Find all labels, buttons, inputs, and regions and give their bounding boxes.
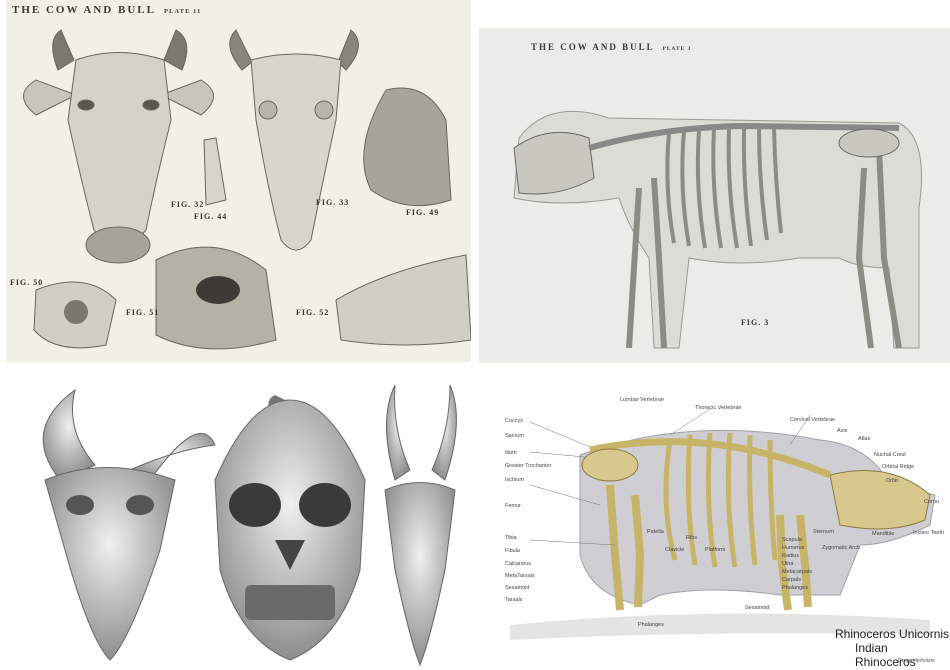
- rhino-skull: [830, 471, 930, 530]
- label-sesamoid-front: Sesamoid: [745, 605, 769, 611]
- rhino-species-title: Rhinoceros Unicornis: [835, 627, 949, 641]
- skull-3d-renders: [0, 370, 480, 670]
- label-phalanges-front: Phalanges: [782, 585, 808, 591]
- fig-32-label: FIG. 32: [171, 200, 204, 209]
- skull-renders-panel: [0, 370, 480, 670]
- cow-jaw-drawing: [336, 255, 471, 345]
- cow-muzzle-drawing: [364, 88, 451, 206]
- cow-head-front-drawing: [24, 30, 214, 263]
- label-platform: Platform: [705, 547, 725, 553]
- label-tarsals: Tarsals: [505, 597, 522, 603]
- label-sternum: Sternum: [813, 529, 834, 535]
- label-thoracic-vertebrae: Thoracic Vertebrae: [695, 405, 741, 411]
- illustrator-credit: Gregg Herholzer: [898, 658, 935, 664]
- label-sacrum: Sacrum: [505, 433, 524, 439]
- cow-skull-front-drawing: [230, 30, 359, 250]
- label-sesamoid-left: Sesamoid: [505, 585, 529, 591]
- label-metatarsals: MetaTarsals: [505, 573, 535, 579]
- fig-51-label: FIG. 51: [126, 308, 159, 317]
- label-zygomatic-arch: Zygomatic Arch: [822, 545, 860, 551]
- label-clavicle: Clavicle: [665, 547, 684, 553]
- label-nuchal-crest: Nuchal Crest: [874, 452, 906, 458]
- label-greater-trochanter: Greater Trochanter: [505, 463, 551, 469]
- pelvis: [839, 129, 899, 157]
- label-radius: Radius: [782, 553, 799, 559]
- fig-33-label: FIG. 33: [316, 198, 349, 207]
- fig-44-label: FIG. 44: [194, 212, 227, 221]
- label-cornu: Cornu: [924, 499, 939, 505]
- label-ulna: Ulna: [782, 561, 793, 567]
- cow-skeleton-plate-panel: THE COW AND BULLPLATE 3 FIG. 3: [479, 28, 950, 363]
- label-phalanges-rear: Phalanges: [638, 622, 664, 628]
- fig-44-bone-drawing: [204, 138, 226, 205]
- label-atlas: Atlas: [858, 436, 870, 442]
- label-coccyx: Coccyx: [505, 418, 523, 424]
- label-fibula: Fibula: [505, 548, 520, 554]
- label-ribs: Ribs: [686, 535, 697, 541]
- label-cervical-vertebrae: Cervical Vertebrae: [790, 417, 835, 423]
- rhino-common-name: Indian Rhinoceros: [855, 641, 950, 669]
- label-tibia: Tibia: [505, 535, 517, 541]
- label-metacarpals: Metacarpals: [782, 569, 812, 575]
- label-scapula: Scapula: [782, 537, 802, 543]
- goat-skull-render: [43, 390, 215, 660]
- label-orbital-ridge: Orbital Ridge: [882, 464, 914, 470]
- label-humerus: Humerus: [782, 545, 804, 551]
- label-ilium: Ilium: [505, 450, 517, 456]
- label-ischium: Ischium: [505, 477, 524, 483]
- label-axis: Axis: [837, 428, 847, 434]
- fig-3-label: FIG. 3: [741, 318, 769, 327]
- label-lumbar-vertebrae: Lumbar Vertebrae: [620, 397, 664, 403]
- label-mandible: Mandible: [872, 531, 894, 537]
- label-orbit: Orbit: [886, 478, 898, 484]
- cow-skeleton-illustration: [479, 28, 950, 363]
- label-femur: Femur: [505, 503, 521, 509]
- deer-skull-render: [385, 385, 456, 665]
- rhino-skeleton-panel: Coccyx Sacrum Ilium Greater Trochanter I…: [490, 395, 950, 670]
- label-incisor-teeth: Incisor Teeth: [913, 530, 944, 536]
- cow-skull-illustrations: [6, 0, 471, 362]
- gorilla-skull-render: [215, 395, 365, 660]
- label-patella: Patella: [647, 529, 664, 535]
- fig-50-label: FIG. 50: [10, 278, 43, 287]
- label-calcaneus: Calcaneus: [505, 561, 531, 567]
- fig-49-label: FIG. 49: [406, 208, 439, 217]
- label-carpals: Carpals: [782, 577, 801, 583]
- rhino-pelvis: [582, 449, 638, 481]
- cow-skull-plate-panel: THE COW AND BULLPLATE 11: [6, 0, 471, 362]
- fig-52-label: FIG. 52: [296, 308, 329, 317]
